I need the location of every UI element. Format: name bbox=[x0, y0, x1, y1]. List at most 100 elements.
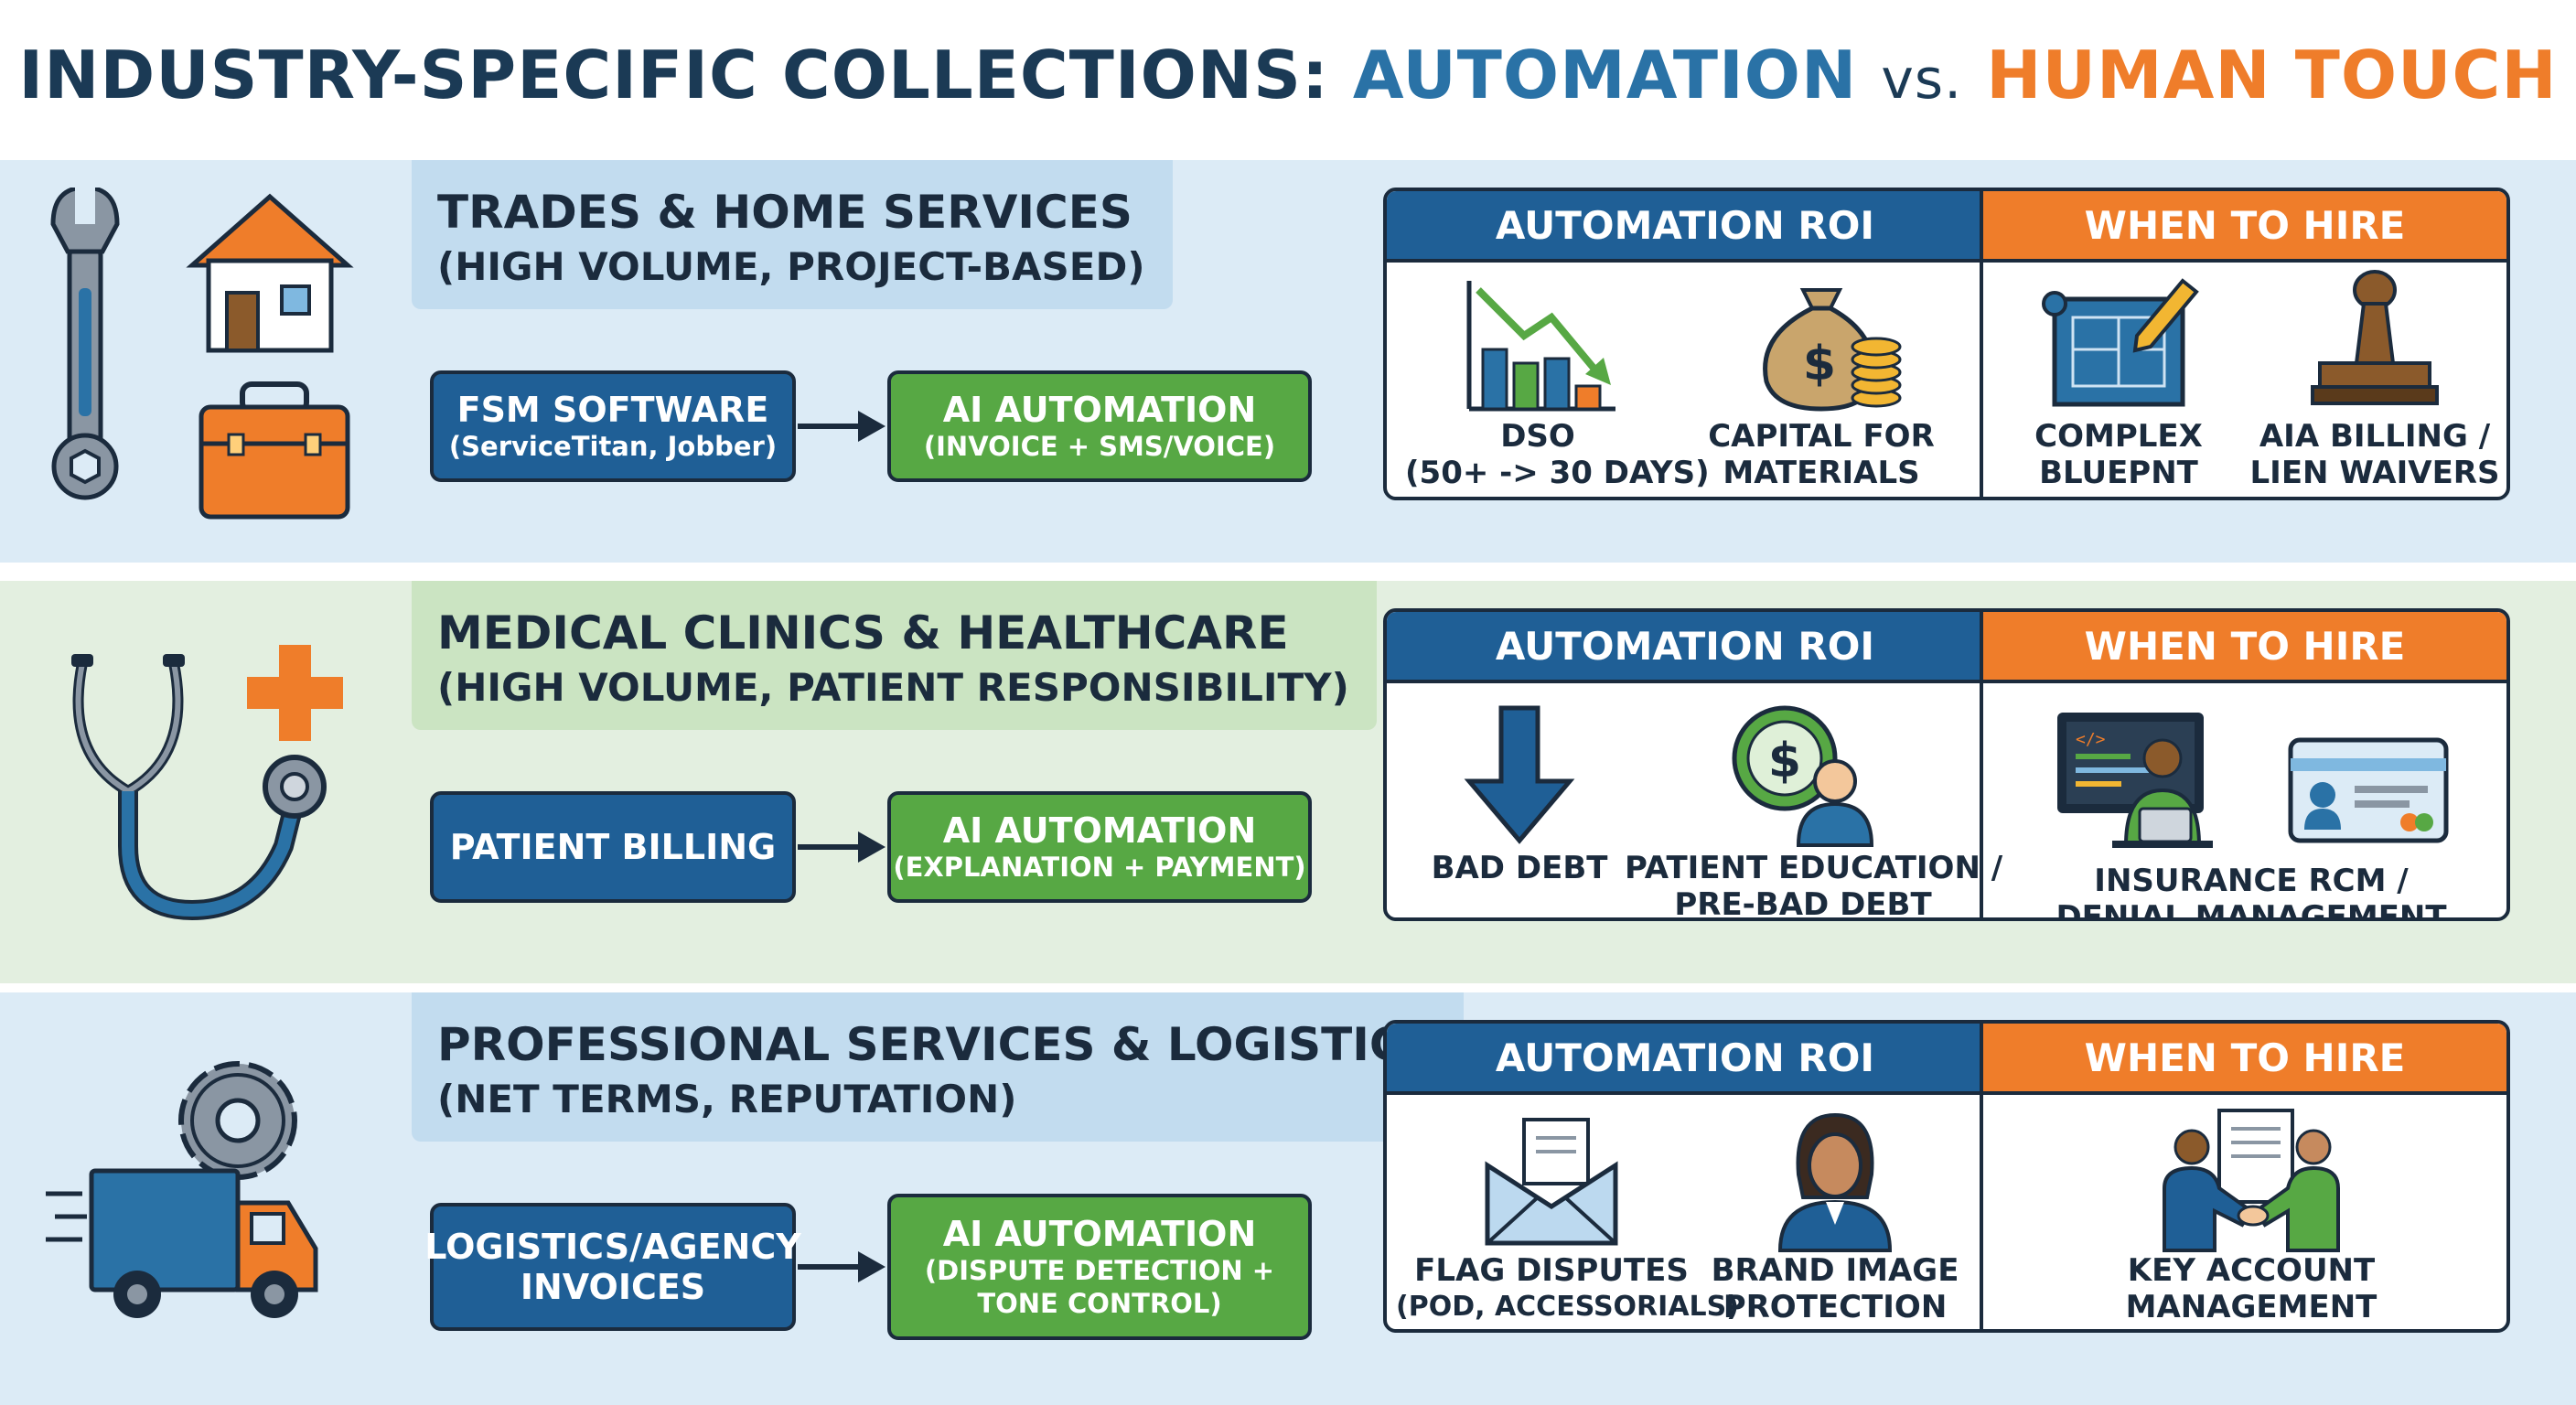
when-to-hire-header: WHEN TO HIRE bbox=[1983, 1024, 2506, 1095]
source-sub-label: INVOICES bbox=[520, 1267, 706, 1307]
source-main-label: PATIENT BILLING bbox=[449, 827, 777, 867]
target-main-label: AI AUTOMATION bbox=[942, 810, 1257, 851]
roi-label-line2: MATERIALS bbox=[1723, 455, 1920, 491]
ai-automation-box: AI AUTOMATION (EXPLANATION + PAYMENT) bbox=[887, 791, 1312, 903]
section-icons bbox=[46, 185, 375, 535]
section-title: MEDICAL CLINICS & HEALTHCARE bbox=[437, 606, 1289, 660]
section-title: PROFESSIONAL SERVICES & LOGISTICS bbox=[437, 1018, 1437, 1071]
section-trades: TRADES & HOME SERVICES (HIGH VOLUME, PRO… bbox=[0, 160, 2576, 563]
stamp-icon bbox=[2311, 270, 2439, 405]
roi-hire-panel: AUTOMATION ROI WHEN TO HIRE FLAG DISPUTE… bbox=[1383, 1020, 2510, 1333]
target-sub-label-2: TONE CONTROL) bbox=[977, 1288, 1222, 1319]
target-main-label: AI AUTOMATION bbox=[942, 1214, 1257, 1254]
handshake-contract-icon bbox=[2163, 1109, 2340, 1252]
target-sub-label: (EXPLANATION + PAYMENT) bbox=[893, 852, 1306, 883]
target-sub-label: (DISPUTE DETECTION + bbox=[924, 1255, 1275, 1286]
section-medical: MEDICAL CLINICS & HEALTHCARE (HIGH VOLUM… bbox=[0, 581, 2576, 983]
roi-label-line1: DSO bbox=[1500, 418, 1575, 455]
wrench-icon bbox=[50, 185, 120, 500]
flow-arrow-icon bbox=[798, 831, 886, 863]
money-bag-icon: $ bbox=[1763, 288, 1902, 412]
when-to-hire-header: WHEN TO HIRE bbox=[1983, 612, 2506, 683]
section-professional: PROFESSIONAL SERVICES & LOGISTICS (NET T… bbox=[0, 992, 2576, 1405]
gear-icon bbox=[178, 1061, 297, 1180]
section-subtitle: (HIGH VOLUME, PROJECT-BASED) bbox=[437, 244, 1145, 289]
hire-item: COMPLEX BLUEPNT bbox=[2000, 263, 2238, 491]
envelope-icon bbox=[1485, 1118, 1618, 1246]
section-title: TRADES & HOME SERVICES bbox=[437, 186, 1132, 239]
hire-label-line2: BLUEPNT bbox=[2039, 455, 2198, 491]
roi-hire-panel: AUTOMATION ROI WHEN TO HIRE DSO (50+ -> … bbox=[1383, 188, 2510, 500]
section-subtitle: (NET TERMS, REPUTATION) bbox=[437, 1077, 1017, 1121]
hire-item: AIA BILLING / LIEN WAIVERS bbox=[2247, 263, 2503, 491]
hire-label-line1: COMPLEX bbox=[2034, 418, 2203, 455]
hire-label-line2: MANAGEMENT bbox=[2125, 1289, 2377, 1325]
title-part3: HUMAN TOUCH bbox=[1986, 37, 2558, 113]
roi-item: $ PATIENT EDUCATION / PRE-BAD DEBT bbox=[1625, 694, 2003, 921]
section-subtitle: (HIGH VOLUME, PATIENT RESPONSIBILITY) bbox=[437, 665, 1349, 710]
roi-label-line1: FLAG DISPUTES bbox=[1414, 1252, 1689, 1289]
flow-arrow-icon bbox=[798, 1251, 886, 1282]
blueprint-icon bbox=[2042, 278, 2199, 407]
automation-roi-header: AUTOMATION ROI bbox=[1387, 612, 1983, 683]
house-icon bbox=[186, 193, 354, 353]
roi-hire-panel: AUTOMATION ROI WHEN TO HIRE BAD DEBT $ P… bbox=[1383, 608, 2510, 921]
coder-workstation-icon: </> bbox=[2056, 713, 2213, 848]
roi-item: BAD DEBT bbox=[1405, 703, 1634, 886]
medical-cross-icon bbox=[247, 645, 343, 741]
target-main-label: AI AUTOMATION bbox=[942, 390, 1257, 430]
hire-label-line2: LIEN WAIVERS bbox=[2249, 455, 2500, 491]
source-system-box: FSM SOFTWARE (ServiceTitan, Jobber) bbox=[430, 370, 796, 482]
delivery-truck-icon bbox=[46, 1168, 318, 1318]
svg-text:</>: </> bbox=[2076, 730, 2106, 749]
section-icons bbox=[46, 608, 375, 956]
svg-text:$: $ bbox=[1803, 337, 1836, 391]
flow-arrow-icon bbox=[798, 411, 886, 442]
hire-label-line2: DENIAL MANAGEMENT bbox=[2055, 899, 2447, 921]
panel-divider bbox=[1980, 1024, 1983, 1329]
ai-automation-box: AI AUTOMATION (DISPUTE DETECTION + TONE … bbox=[887, 1194, 1312, 1340]
source-system-box: PATIENT BILLING bbox=[430, 791, 796, 903]
panel-divider bbox=[1980, 191, 1983, 497]
when-to-hire-header: WHEN TO HIRE bbox=[1983, 191, 2506, 263]
panel-divider bbox=[1980, 612, 1983, 917]
source-system-box: LOGISTICS/AGENCY INVOICES bbox=[424, 1203, 801, 1331]
automation-roi-header: AUTOMATION ROI bbox=[1387, 191, 1983, 263]
title-part1: INDUSTRY-SPECIFIC COLLECTIONS: bbox=[18, 37, 1329, 113]
roi-item: FLAG DISPUTES (POD, ACCESSORIALS) bbox=[1396, 1106, 1739, 1325]
down-arrow-icon bbox=[1464, 705, 1575, 844]
section-header: PROFESSIONAL SERVICES & LOGISTICS (NET T… bbox=[412, 992, 1465, 1142]
title-vs: vs. bbox=[1881, 48, 1963, 112]
section-header: TRADES & HOME SERVICES (HIGH VOLUME, PRO… bbox=[412, 160, 1173, 309]
source-sub-label: (ServiceTitan, Jobber) bbox=[448, 431, 778, 462]
hire-item: KEY ACCOUNT MANAGEMENT bbox=[2018, 1106, 2485, 1325]
hire-label-line1: AIA BILLING / bbox=[2259, 418, 2491, 455]
hire-label-line1: INSURANCE RCM / bbox=[2094, 863, 2409, 899]
source-main-label: FSM SOFTWARE bbox=[456, 390, 769, 430]
ai-automation-box: AI AUTOMATION (INVOICE + SMS/VOICE) bbox=[887, 370, 1312, 482]
stethoscope-icon bbox=[71, 654, 327, 921]
hire-label-line1: KEY ACCOUNT bbox=[2127, 1252, 2376, 1289]
roi-item: BRAND IMAGE PROTECTION bbox=[1698, 1106, 1972, 1325]
roi-item: $ CAPITAL FOR MATERIALS bbox=[1680, 263, 1963, 491]
declining-chart-icon bbox=[1466, 281, 1615, 412]
svg-text:$: $ bbox=[1768, 734, 1801, 788]
insurance-card-icon bbox=[2288, 737, 2448, 843]
patient-coin-icon: $ bbox=[1732, 705, 1874, 847]
section-icons bbox=[46, 1020, 375, 1367]
roi-label-line2: PROTECTION bbox=[1723, 1289, 1948, 1325]
roi-label-line1: BAD DEBT bbox=[1431, 850, 1608, 886]
roi-label-line1: BRAND IMAGE bbox=[1711, 1252, 1959, 1289]
roi-label-line1: CAPITAL FOR bbox=[1708, 418, 1935, 455]
source-main-label: LOGISTICS/AGENCY bbox=[424, 1227, 801, 1267]
section-header: MEDICAL CLINICS & HEALTHCARE (HIGH VOLUM… bbox=[412, 581, 1377, 730]
hire-item: </> bbox=[2018, 694, 2485, 921]
toolbox-icon bbox=[199, 381, 350, 520]
roi-item: DSO (50+ -> 30 DAYS) bbox=[1405, 263, 1710, 491]
page-title: INDUSTRY-SPECIFIC COLLECTIONS: AUTOMATIO… bbox=[0, 37, 2576, 113]
roi-label-line2: PRE-BAD DEBT bbox=[1674, 886, 1932, 921]
target-sub-label: (INVOICE + SMS/VOICE) bbox=[923, 431, 1276, 462]
roi-label-line1: PATIENT EDUCATION / bbox=[1625, 850, 2003, 886]
title-part2: AUTOMATION bbox=[1352, 37, 1858, 113]
businesswoman-icon bbox=[1777, 1112, 1893, 1252]
